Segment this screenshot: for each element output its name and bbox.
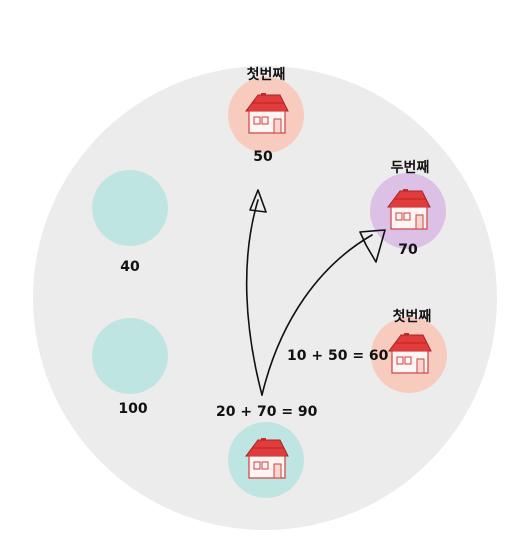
node-left-bot-value: 100 xyxy=(118,401,148,417)
arrow-to-top-head xyxy=(249,189,267,213)
equation-right: 10 + 50 = 60 xyxy=(287,348,389,364)
node-top-value: 50 xyxy=(253,149,273,165)
node-top-title: 첫번째 xyxy=(246,67,286,83)
node-left-bot-circle xyxy=(92,318,168,394)
arrow-to-right-top xyxy=(261,234,373,396)
node-left-top-circle xyxy=(92,170,168,246)
node-right-bot-title: 첫번째 xyxy=(392,309,432,325)
arrow-to-top xyxy=(245,199,263,396)
node-left-top-value: 40 xyxy=(120,259,140,275)
equation-bottom: 20 + 70 = 90 xyxy=(216,404,318,420)
arrow-to-right-top-head xyxy=(359,229,386,263)
node-right-top-value: 70 xyxy=(398,242,418,258)
node-right-top-title: 두번째 xyxy=(390,160,430,176)
